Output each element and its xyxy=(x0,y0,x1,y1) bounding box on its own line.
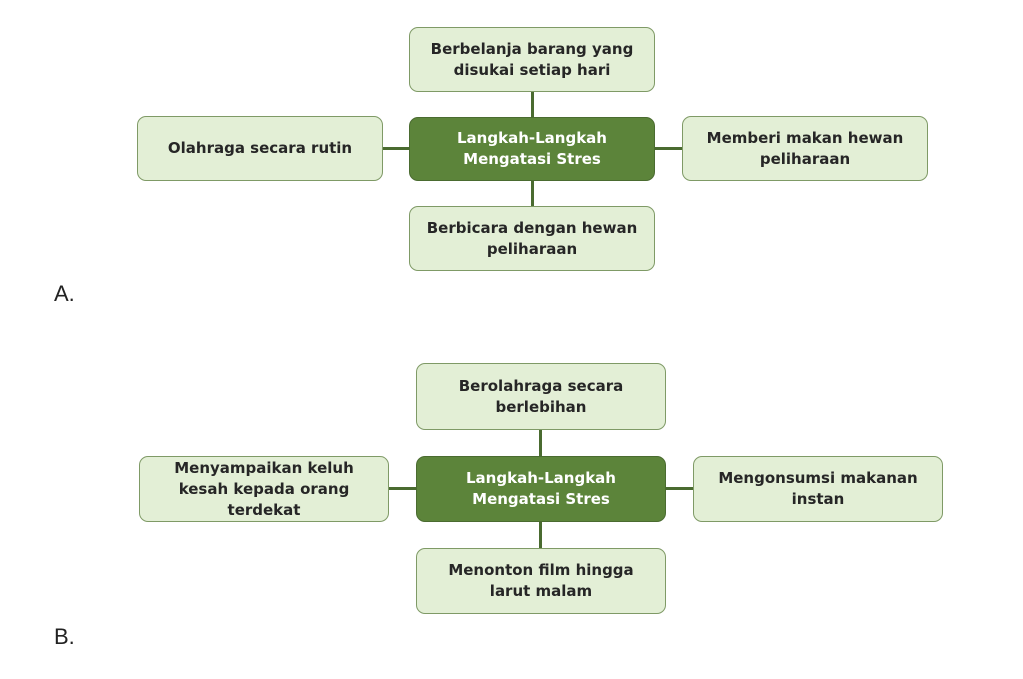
node-center: Langkah-Langkah Mengatasi Stres xyxy=(409,117,655,181)
connector-top xyxy=(531,92,534,117)
node-bottom: Berbicara dengan hewan peliharaan xyxy=(409,206,655,271)
node-left: Menyampaikan keluh kesah kepada orang te… xyxy=(139,456,389,522)
node-left: Olahraga secara rutin xyxy=(137,116,383,181)
connector-right xyxy=(666,487,693,490)
option-label-a: A. xyxy=(54,281,75,306)
node-center: Langkah-Langkah Mengatasi Stres xyxy=(416,456,666,522)
node-top: Berolahraga secara berlebihan xyxy=(416,363,666,430)
connector-top xyxy=(539,430,542,456)
node-right: Mengonsumsi makanan instan xyxy=(693,456,943,522)
connector-bottom xyxy=(531,181,534,206)
node-bottom: Menonton film hingga larut malam xyxy=(416,548,666,614)
option-label-b: B. xyxy=(54,624,75,649)
node-top: Berbelanja barang yang disukai setiap ha… xyxy=(409,27,655,92)
connector-left xyxy=(389,487,416,490)
connector-bottom xyxy=(539,522,542,548)
connector-left xyxy=(383,147,410,150)
node-right: Memberi makan hewan peliharaan xyxy=(682,116,928,181)
connector-right xyxy=(655,147,682,150)
